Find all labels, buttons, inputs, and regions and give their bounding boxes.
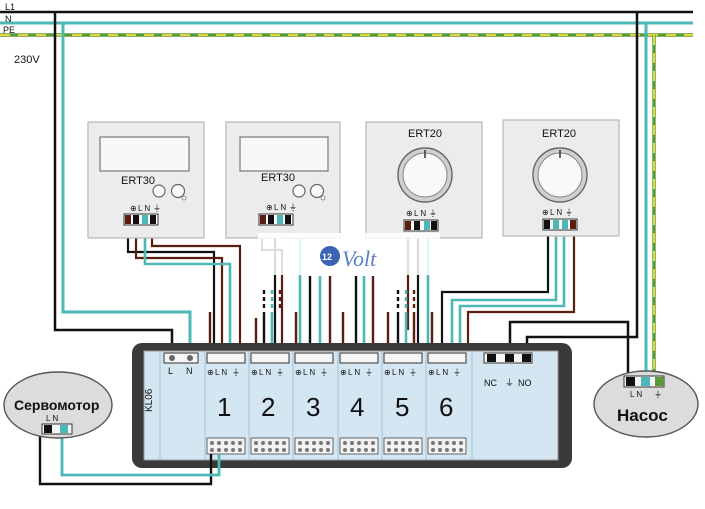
- power-terminal-n: N: [186, 366, 193, 376]
- terminal-block: [123, 213, 159, 226]
- thermostat-2: ERT30 ⊕ L N ⏚: [225, 121, 341, 239]
- zone-top-terminals: [206, 352, 467, 364]
- svg-text:⊕: ⊕: [251, 368, 258, 377]
- relay-nc-label: NC: [484, 378, 497, 388]
- pump-label: Насос: [617, 406, 668, 425]
- thermostat-3-terminal-labels: L N: [414, 209, 426, 218]
- watermark-text: Volt: [342, 246, 377, 271]
- earth-icon: ⏚: [654, 390, 662, 399]
- relay-no-label: NO: [518, 378, 532, 388]
- servomotor: Сервомотор L N: [3, 371, 113, 439]
- watermark-logo-icon: [320, 246, 340, 266]
- pe-label: PE: [3, 25, 15, 35]
- l1-label: L1: [5, 2, 15, 12]
- thermostat-1-terminal-labels: L N: [138, 204, 150, 213]
- zone-terminal-labels: ⊕L N⏚ ⊕L N⏚ ⊕L N⏚ ⊕L N⏚ ⊕L N⏚ ⊕L N⏚: [207, 368, 461, 377]
- pump-terminal-labels: L N: [630, 390, 642, 399]
- zone-6-label: 6: [439, 392, 453, 422]
- svg-text:12: 12: [322, 252, 332, 262]
- svg-text:⏚: ⏚: [276, 368, 284, 377]
- terminal-block: [258, 213, 294, 226]
- thermostat-4-terminal-labels: L N: [550, 208, 562, 217]
- ground-symbol: ⊕: [542, 208, 549, 217]
- thermostat-2-model: ERT30: [261, 172, 295, 184]
- voltage-label: 230V: [14, 54, 40, 66]
- thermostat-1-model: ERT30: [121, 175, 155, 187]
- svg-text:⏚: ⏚: [365, 368, 373, 377]
- earth-icon: ⏚: [289, 203, 297, 212]
- button-icon: [309, 183, 325, 199]
- pump: L N ⏚ Насос: [593, 370, 699, 438]
- servomotor-terminal-labels: L N: [46, 414, 58, 423]
- svg-text:⏚: ⏚: [232, 368, 240, 377]
- earth-icon: ⏚: [505, 378, 514, 388]
- button-icon: [292, 184, 306, 198]
- ground-symbol: ⊕: [266, 203, 273, 212]
- svg-text:⏚: ⏚: [453, 368, 461, 377]
- thermostat-3-model: ERT20: [408, 128, 442, 140]
- thermostat-4: ERT20 ⊕ L N ⏚: [502, 119, 620, 237]
- earth-icon: ⏚: [429, 209, 437, 218]
- display-screen: [239, 136, 329, 172]
- thermostat-1: ERT30 ⊕ L N ⏚: [87, 121, 205, 239]
- thermostat-2-terminal-labels: L N: [274, 203, 286, 212]
- power-terminal-l: L: [168, 366, 173, 376]
- button-icon: [170, 183, 186, 199]
- power-terminal-block: [163, 352, 199, 364]
- ground-symbol: ⊕: [130, 204, 137, 213]
- terminal-block: [41, 423, 73, 435]
- button-icon: [152, 184, 166, 198]
- svg-text:⊕: ⊕: [428, 368, 435, 377]
- controller-model: KL06: [144, 388, 155, 412]
- zone-stub-wires: [208, 276, 434, 356]
- zone-4-label: 4: [350, 392, 364, 422]
- servomotor-wires: [38, 432, 221, 486]
- svg-text:⏚: ⏚: [409, 368, 417, 377]
- svg-text:L N: L N: [215, 368, 227, 377]
- thermostat-3: ERT20 ⊕ L N ⏚: [365, 121, 483, 239]
- svg-text:⏚: ⏚: [320, 368, 328, 377]
- svg-text:⊕: ⊕: [207, 368, 214, 377]
- svg-text:⊕: ⊕: [384, 368, 391, 377]
- svg-text:L N: L N: [259, 368, 271, 377]
- zone-5-label: 5: [395, 392, 409, 422]
- ground-symbol: ⊕: [406, 209, 413, 218]
- display-screen: [99, 136, 190, 172]
- earth-icon: ⏚: [565, 208, 573, 217]
- zone-1-label: 1: [217, 392, 231, 422]
- mains-bus: L1 N PE 230V: [0, 2, 693, 66]
- terminal-block: [542, 218, 578, 231]
- zone-bottom-terminals: [206, 437, 467, 455]
- earth-icon: ⏚: [153, 204, 161, 213]
- controller-kl06: KL06 L N ⊕L N⏚ ⊕L N⏚ ⊕L N⏚ ⊕L N⏚ ⊕L N⏚: [132, 343, 572, 468]
- thermostat-4-model: ERT20: [542, 128, 576, 140]
- supply-wires: [53, 12, 656, 379]
- servomotor-label: Сервомотор: [14, 397, 99, 413]
- terminal-block: [403, 219, 439, 232]
- svg-text:L N: L N: [436, 368, 448, 377]
- zone-2-label: 2: [261, 392, 275, 422]
- watermark: 12 Volt: [258, 233, 440, 275]
- svg-text:L N: L N: [348, 368, 360, 377]
- svg-text:⊕: ⊕: [340, 368, 347, 377]
- zone-3-label: 3: [306, 392, 320, 422]
- n-label: N: [5, 14, 12, 24]
- svg-text:L N: L N: [392, 368, 404, 377]
- svg-text:⊕: ⊕: [295, 368, 302, 377]
- svg-text:L N: L N: [303, 368, 315, 377]
